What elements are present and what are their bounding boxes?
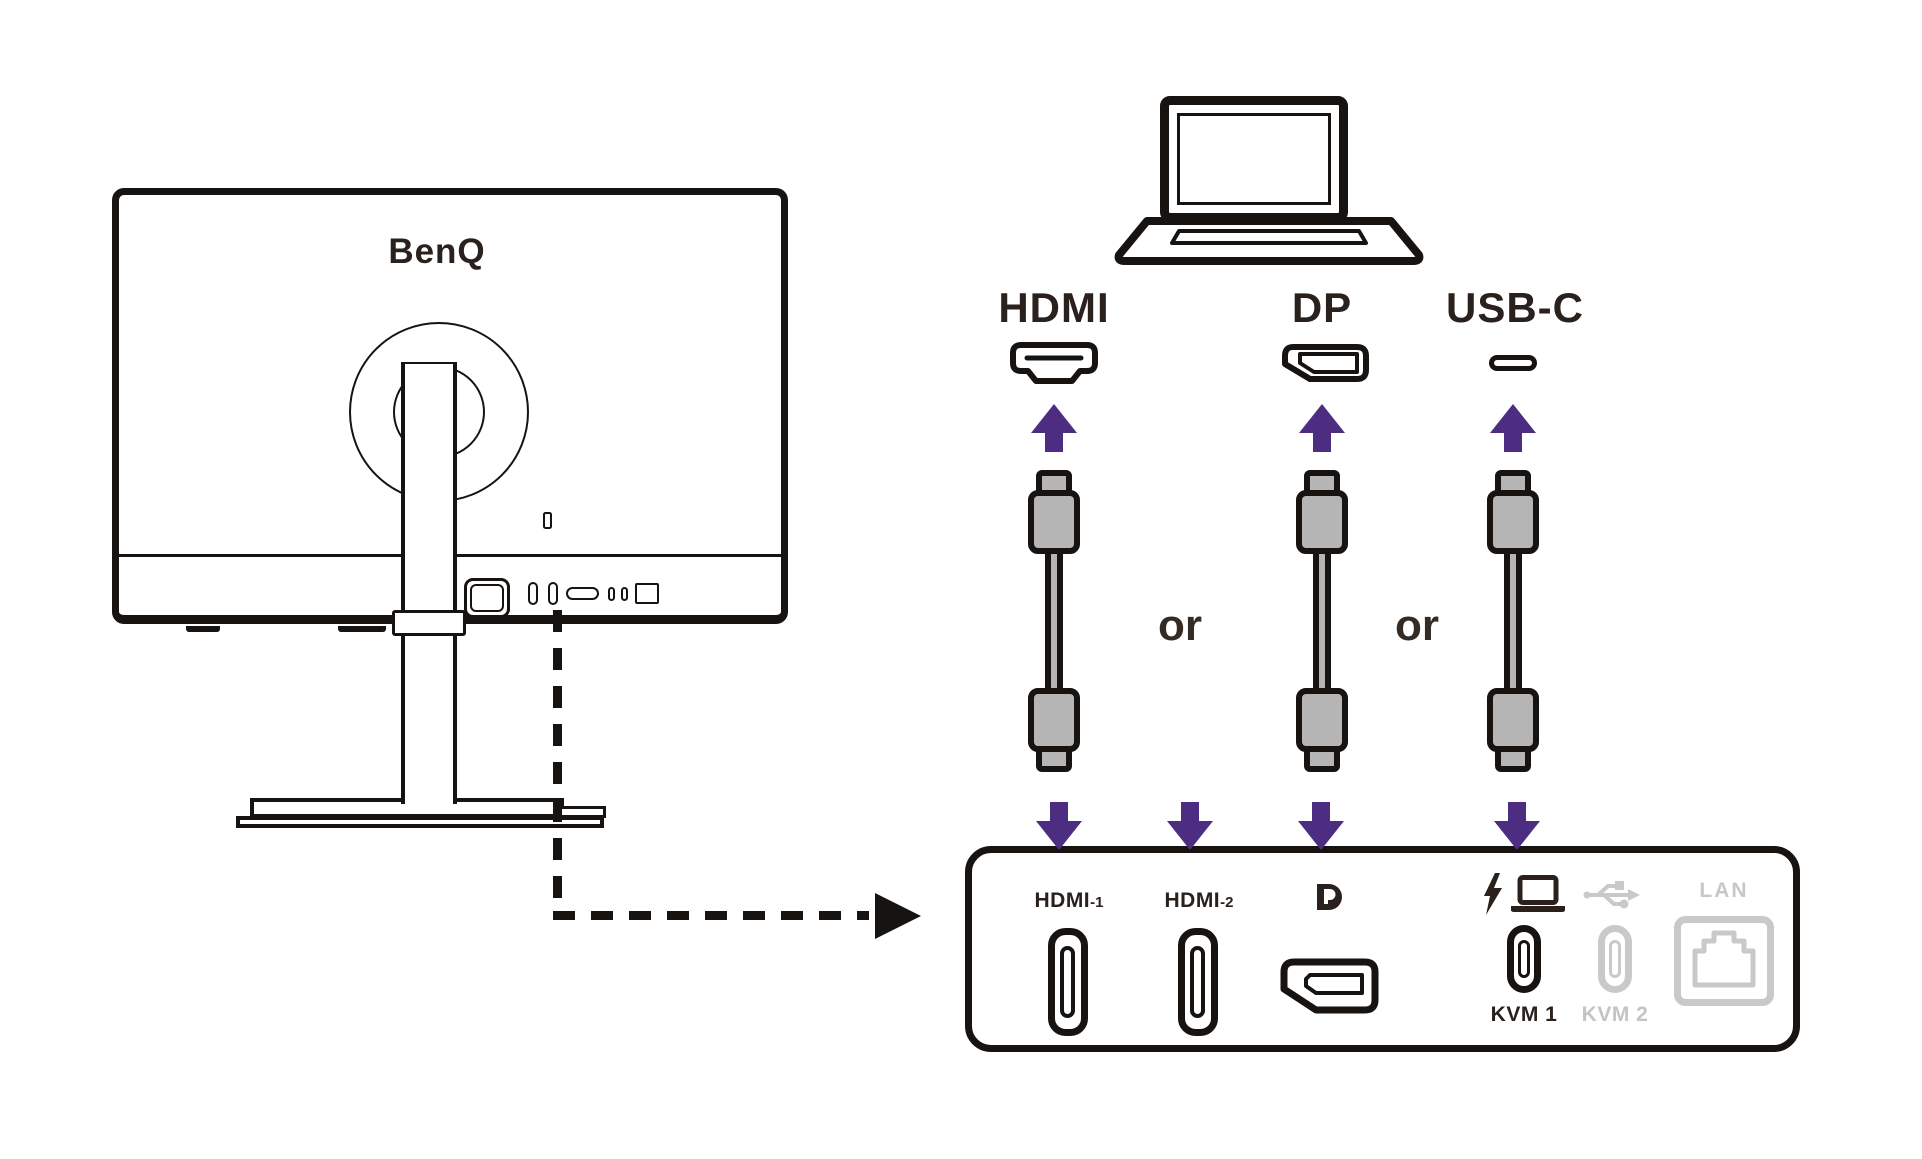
cable-wire xyxy=(1045,548,1063,694)
hdmi1-label-number: -1 xyxy=(1090,894,1104,911)
usb-c-connector-icon xyxy=(1489,355,1537,371)
arrow-up-icon xyxy=(1299,404,1345,452)
laptop-icon xyxy=(1160,96,1348,222)
usbc-source-label: USB-C xyxy=(1446,284,1584,331)
cable-wire xyxy=(1504,548,1522,694)
usbc-cable xyxy=(1485,470,1541,772)
usbc-kvm2-slot xyxy=(1609,940,1621,978)
cable-plug-body xyxy=(1028,490,1080,554)
rear-port-panel: HDMI-1 HDMI-2 xyxy=(965,846,1800,1052)
arrow-down-icon xyxy=(1036,802,1082,850)
cable-wire xyxy=(1313,548,1331,694)
bezel-foot-left xyxy=(186,626,220,632)
stand-base-bottom xyxy=(236,816,604,828)
lan-label: LAN xyxy=(1699,879,1749,902)
hdmi1-port xyxy=(1048,928,1088,1036)
dashed-callout-horizontal xyxy=(553,911,869,920)
dp-cable xyxy=(1294,470,1350,772)
chin-dp-port-icon xyxy=(566,587,599,600)
hdmi2-label-number: -2 xyxy=(1220,894,1234,911)
hdmi2-label-text: HDMI xyxy=(1164,889,1221,912)
cable-plug-body xyxy=(1296,688,1348,752)
bezel-foot-right xyxy=(338,626,386,632)
kvm1-label: KVM 1 xyxy=(1490,1003,1558,1026)
hdmi-source-label: HDMI xyxy=(998,284,1110,331)
dp-port xyxy=(1280,958,1379,1014)
benq-logo: BenQ xyxy=(388,232,486,271)
laptop-screen xyxy=(1177,113,1331,205)
dashed-callout-vertical xyxy=(553,610,562,919)
or-separator: or xyxy=(1158,601,1202,650)
arrow-down-icon xyxy=(1167,802,1213,850)
thunderbolt-icon xyxy=(1484,873,1502,915)
laptop-base xyxy=(1114,217,1424,265)
cable-plug-body xyxy=(1487,490,1539,554)
hdmi2-port xyxy=(1178,928,1218,1036)
usbc-kvm2-port xyxy=(1598,925,1632,993)
power-inlet xyxy=(464,578,510,618)
arrow-down-icon xyxy=(1494,802,1540,850)
chin-lan-port-icon xyxy=(635,583,659,604)
kvm2-label: KVM 2 xyxy=(1581,1003,1649,1026)
chin-usbc-port-icon-2 xyxy=(621,587,628,601)
displayport-connector-icon xyxy=(1282,344,1369,382)
stand-column xyxy=(401,362,457,804)
hdmi1-label-text: HDMI xyxy=(1034,889,1091,912)
hdmi1-port-label: HDMI-1 xyxy=(1014,889,1124,913)
chin-hdmi-port-icon-2 xyxy=(548,582,558,605)
dp-source-label: DP xyxy=(1291,284,1353,331)
arrow-up-icon xyxy=(1490,404,1536,452)
arrow-down-icon xyxy=(1298,802,1344,850)
chin-usbc-port-icon-1 xyxy=(608,587,615,601)
displayport-logo-icon xyxy=(1317,884,1342,910)
power-led xyxy=(543,512,552,529)
hdmi-connector-icon xyxy=(1010,342,1098,384)
power-inlet-slot xyxy=(470,584,504,612)
cable-clip xyxy=(392,610,466,636)
usbc-kvm1-port xyxy=(1507,925,1541,993)
chin-hdmi-port-icon-1 xyxy=(528,582,538,605)
arrow-up-icon xyxy=(1031,404,1077,452)
or-separator: or xyxy=(1395,601,1439,650)
usbc-kvm1-slot xyxy=(1518,940,1530,978)
cable-plug-body xyxy=(1028,688,1080,752)
lan-port xyxy=(1674,916,1774,1006)
usb-trident-icon xyxy=(1583,881,1640,909)
cable-plug-body xyxy=(1296,490,1348,554)
hdmi-cable xyxy=(1026,470,1082,772)
cable-plug-body xyxy=(1487,688,1539,752)
dashed-callout-arrow-icon xyxy=(875,893,921,939)
laptop-glyph-icon xyxy=(1511,875,1565,912)
hdmi2-port-label: HDMI-2 xyxy=(1144,889,1254,913)
